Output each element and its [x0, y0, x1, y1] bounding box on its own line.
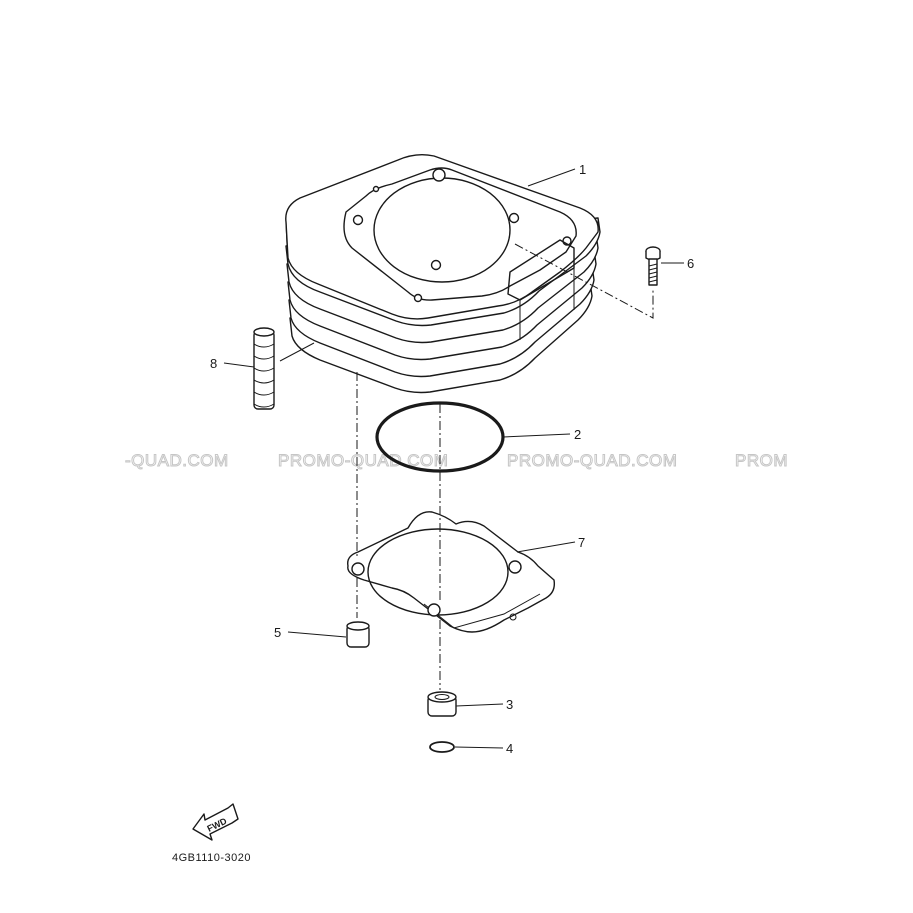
cylinder-block: [285, 153, 601, 394]
dowel-top: [346, 621, 370, 631]
base-gasket: [347, 511, 556, 633]
cylinder-side-edge: [285, 218, 599, 247]
bolt: [645, 246, 661, 286]
center-line-bolt: [514, 243, 654, 319]
forward-arrow-icon: [192, 803, 239, 841]
watermark-fragment-left: -QUAD.COM: [125, 451, 229, 470]
base-gasket-dowel-hole: [508, 560, 522, 574]
leader-5: [287, 631, 347, 638]
center-lines: [356, 243, 654, 690]
cylinder-stud-hole: [413, 293, 423, 303]
watermark-text-2: PROMO-QUAD.COM: [507, 451, 677, 470]
callout-8: 8: [210, 356, 217, 371]
callout-3: 3: [506, 697, 513, 712]
callout-7: 7: [578, 535, 585, 550]
base-gasket-small-hole: [509, 613, 517, 621]
chain-guide-spring: [253, 327, 275, 410]
callout-1: 1: [579, 162, 586, 177]
leader-2: [502, 433, 571, 438]
cylinder-stud-hole: [352, 214, 364, 226]
leader-4: [454, 746, 504, 749]
cylinder-stud-hole: [432, 168, 446, 182]
cylinder-stud-hole: [430, 259, 442, 271]
leader-1: [527, 168, 576, 187]
cam-chain-tunnel-side: [519, 268, 575, 340]
small-o-ring: [429, 741, 455, 753]
callout-2: 2: [574, 427, 581, 442]
callout-4: 4: [506, 741, 513, 756]
spring-coil: [253, 343, 275, 408]
base-gasket-dowel-hole: [427, 603, 441, 617]
leader-8: [223, 362, 255, 368]
watermark-text-1: PROMO-QUAD.COM: [278, 451, 448, 470]
cylinder-gasket-surface: [343, 167, 577, 301]
leader-7: [516, 541, 576, 553]
leader-8b: [279, 342, 315, 362]
callout-5: 5: [274, 625, 281, 640]
cylinder-stud-hole: [508, 212, 520, 224]
collar-top: [427, 691, 457, 703]
dowel-pin: [346, 621, 370, 648]
leader-lines: [223, 168, 684, 749]
watermark: -QUAD.COM PROMO-QUAD.COM PROMO-QUAD.COM …: [125, 451, 789, 471]
cylinder-bore: [373, 177, 511, 283]
watermark-fragment-right: PROM: [735, 451, 788, 470]
leader-3: [455, 703, 504, 707]
spring-top: [253, 327, 275, 337]
base-gasket-outline: [347, 511, 556, 633]
callout-6: 6: [687, 256, 694, 271]
base-gasket-dowel-hole: [351, 562, 365, 576]
cylinder-stud-hole: [372, 185, 380, 193]
diagram-part-number: 4GB1110-3020: [172, 852, 251, 864]
collar-bore: [434, 694, 450, 700]
dowel-collar: [427, 691, 457, 717]
callouts: 1 2 3 4 5 6 7 8: [210, 162, 694, 756]
bolt-thread: [648, 263, 658, 283]
base-gasket-inner-edge: [423, 593, 541, 629]
forward-arrow: FWD: [192, 803, 239, 841]
